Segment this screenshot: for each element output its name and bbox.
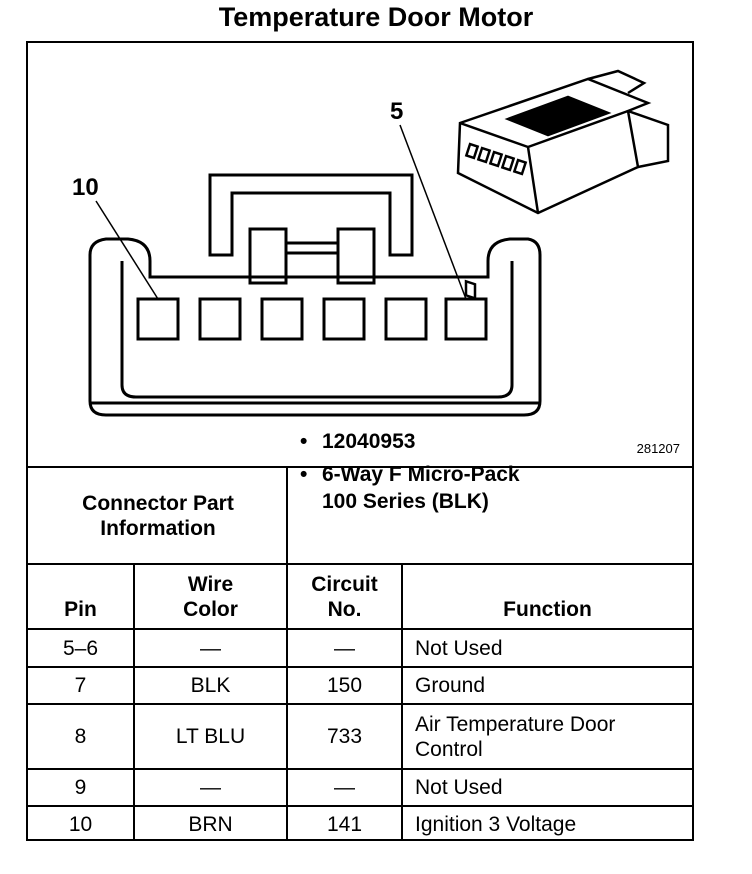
header-pin: Pin xyxy=(64,598,97,621)
divider xyxy=(28,628,692,630)
divider xyxy=(28,703,692,705)
table-row-function: Ignition 3 Voltage xyxy=(415,812,577,836)
table-row-pin: 10 xyxy=(68,812,93,836)
iso-pin-2 xyxy=(476,146,492,164)
table-row-circuit: — xyxy=(334,776,355,799)
pin-cavity-7 xyxy=(322,297,366,341)
figure-id: 281207 xyxy=(636,441,680,456)
connector-diagram: 10 5 281207 xyxy=(28,43,692,468)
connector-body-inner xyxy=(120,261,514,399)
connector-info-list: •12040953 •6-Way F Micro-Pack 100 Series… xyxy=(300,428,520,515)
pin-label-5: 5 xyxy=(390,98,403,125)
divider xyxy=(28,768,692,770)
table-row-color: BRN xyxy=(188,812,233,836)
table-row-pin: 9 xyxy=(74,776,87,799)
iso-pin-5 xyxy=(512,158,528,176)
table-row-circuit: 733 xyxy=(326,725,363,748)
leader-line-10 xyxy=(95,200,159,300)
iso-pin-1 xyxy=(464,142,480,160)
pin-cavity-9 xyxy=(198,297,242,341)
list-item: 100 Series (BLK) xyxy=(322,490,489,513)
table-row-color: — xyxy=(200,636,221,660)
header-function: Function xyxy=(503,598,592,621)
divider xyxy=(133,563,135,841)
table-row-color: BLK xyxy=(190,674,231,697)
table-row-circuit: 141 xyxy=(326,812,363,836)
table-row-function: Not Used xyxy=(415,636,503,660)
divider xyxy=(401,563,403,841)
table-row-color: LT BLU xyxy=(175,725,246,748)
table-row-circuit: — xyxy=(334,636,355,660)
table-row-function: Not Used xyxy=(415,776,503,799)
list-item: •12040953 xyxy=(300,430,416,453)
divider xyxy=(286,466,288,565)
divider xyxy=(28,563,692,565)
connector-info-label: Connector Part Information xyxy=(82,491,234,540)
list-item: •6-Way F Micro-Pack xyxy=(300,463,520,486)
pin-cavity-8 xyxy=(260,297,304,341)
table-row-pin: 5–6 xyxy=(62,636,99,660)
pin-label-10: 10 xyxy=(72,174,99,201)
divider xyxy=(28,466,692,468)
pin-cavity-6 xyxy=(384,297,428,341)
divider xyxy=(286,563,288,841)
divider xyxy=(28,805,692,807)
connector-face-drawing: 10 5 xyxy=(72,69,670,417)
iso-pin-4 xyxy=(500,154,516,172)
connector-frame: 10 5 281207 xyxy=(26,41,694,841)
latch-tab-left xyxy=(248,227,288,285)
page-title: Temperature Door Motor xyxy=(218,2,534,32)
table-row-function: Ground xyxy=(415,674,486,697)
connector-body-outer xyxy=(88,237,542,417)
latch-tab-right xyxy=(336,227,376,285)
pin-cavity-10 xyxy=(136,297,180,341)
divider xyxy=(28,666,692,668)
table-row-circuit: 150 xyxy=(326,674,363,697)
leader-line-5 xyxy=(399,124,467,300)
iso-pin-3 xyxy=(488,150,504,168)
connector-isometric-view xyxy=(456,69,670,300)
table-row-color: — xyxy=(200,776,221,799)
latch-housing xyxy=(208,173,414,257)
table-row-pin: 7 xyxy=(74,674,87,697)
table-row-pin: 8 xyxy=(74,725,87,748)
